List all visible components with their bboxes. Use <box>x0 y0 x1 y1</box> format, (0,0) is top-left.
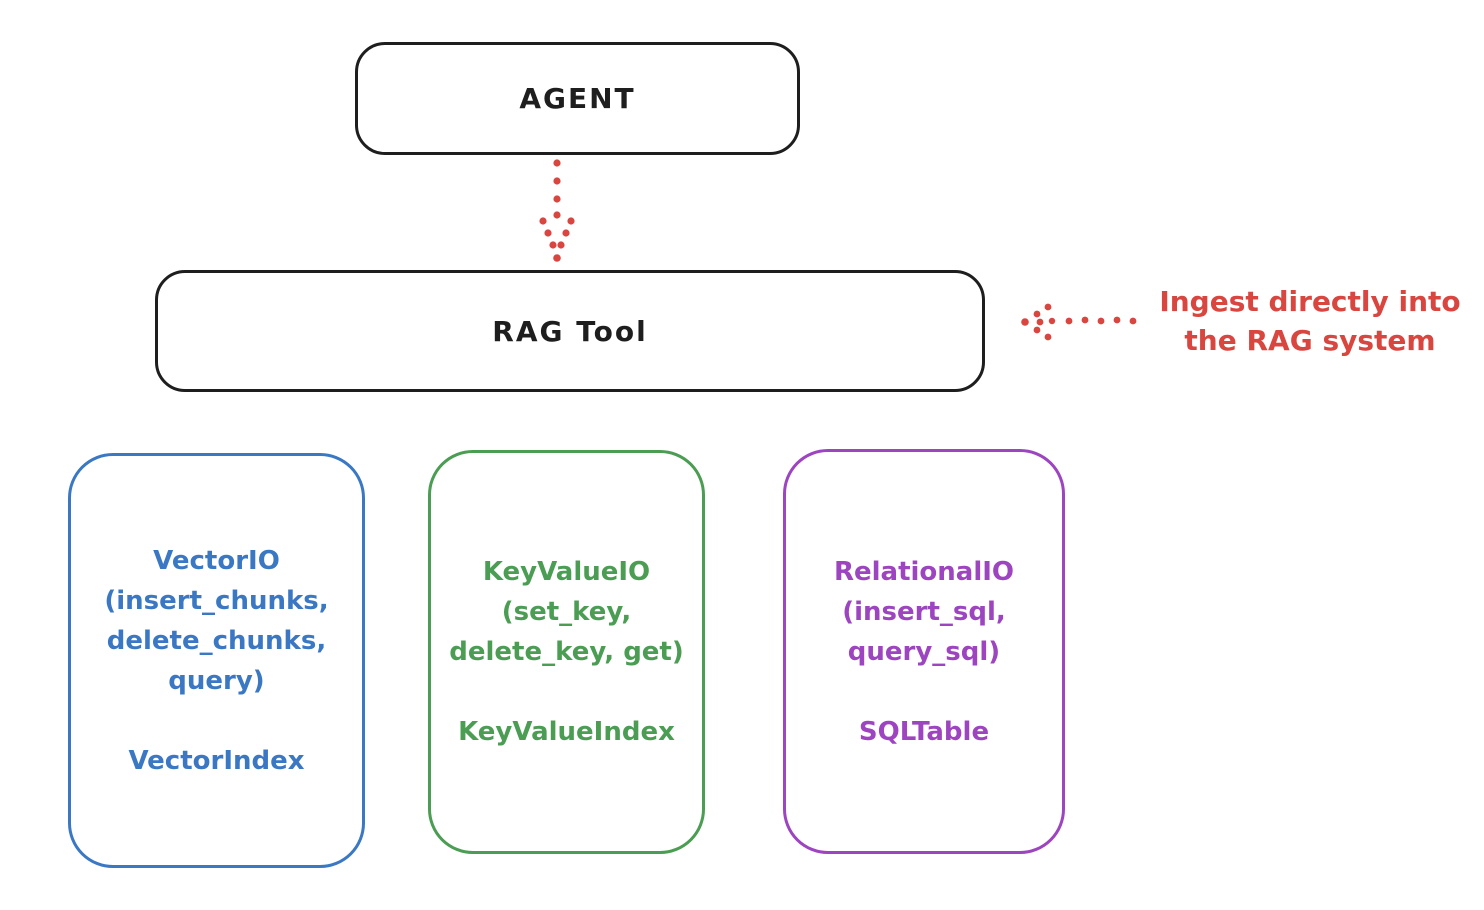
io-line: query) <box>168 665 265 696</box>
io-line: delete_chunks, <box>106 625 327 656</box>
io-line: delete_key, get) <box>449 637 684 667</box>
io-line: RelationalIO <box>833 556 1015 587</box>
io-line: KeyValueIO <box>482 557 651 587</box>
relational-io-node: RelationalIO (insert_sql, query_sql) SQL… <box>783 449 1065 854</box>
rag-tool-label: RAG Tool <box>492 314 648 348</box>
io-line: (insert_sql, <box>842 596 1006 627</box>
relational-io-text: RelationalIO (insert_sql, query_sql) SQL… <box>834 552 1014 752</box>
dotted-arrow-down-icon <box>539 159 575 262</box>
ingest-annotation-line2: the RAG system <box>1184 324 1436 357</box>
agent-node: AGENT <box>355 42 800 155</box>
agent-label: AGENT <box>519 82 636 115</box>
io-line: query_sql) <box>847 636 1001 667</box>
keyvalue-io-node: KeyValueIO (set_key, delete_key, get) Ke… <box>428 450 705 854</box>
io-line: (insert_chunks, <box>104 585 329 616</box>
vector-io-text: VectorIO (insert_chunks, delete_chunks, … <box>104 541 328 781</box>
dotted-arrow-left-icon <box>1021 303 1137 341</box>
io-line: (set_key, <box>501 597 632 627</box>
index-label: VectorIndex <box>128 745 305 776</box>
keyvalue-io-text: KeyValueIO (set_key, delete_key, get) Ke… <box>449 552 684 752</box>
vector-io-node: VectorIO (insert_chunks, delete_chunks, … <box>68 453 365 868</box>
index-label: KeyValueIndex <box>458 717 675 747</box>
io-line: VectorIO <box>153 545 280 576</box>
ingest-annotation-line1: Ingest directly into <box>1159 285 1461 318</box>
rag-tool-node: RAG Tool <box>155 270 985 392</box>
ingest-annotation: Ingest directly into the RAG system <box>1140 282 1480 360</box>
index-label: SQLTable <box>858 716 990 747</box>
